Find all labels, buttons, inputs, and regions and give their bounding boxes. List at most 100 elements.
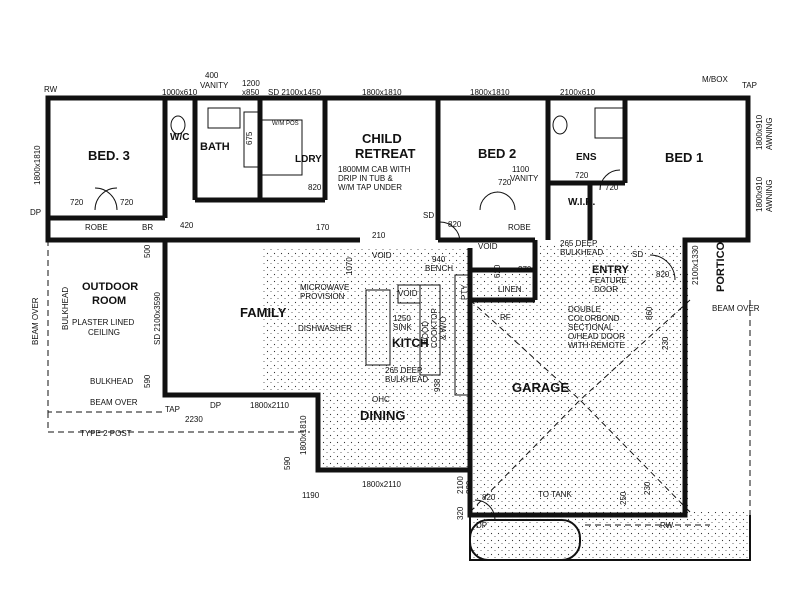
dim-720-e: 720 (575, 171, 589, 180)
dim-590-a: 590 (143, 374, 152, 388)
note-garage-door-4: O/HEAD DOOR (568, 332, 625, 341)
note-retreat-1: 1800MM CAB WITH (338, 165, 411, 174)
note-awning-1: 1800x910 (755, 114, 764, 150)
note-pos: W/M POS (272, 121, 299, 127)
note-void-1: VOID (372, 251, 392, 260)
dim-940: 940 (432, 255, 446, 264)
note-bulkhead-dining-2: BULKHEAD (385, 375, 428, 384)
dim-210: 210 (372, 231, 386, 240)
note-bulkhead265-1: 265 DEEP (560, 239, 597, 248)
note-vanity-left-1: 400 (205, 71, 219, 80)
dim-250: 250 (619, 491, 628, 505)
beam-line (47, 412, 310, 433)
dim-230-b: 230 (661, 336, 670, 350)
label-br: BR (142, 223, 153, 232)
dim-500: 500 (143, 244, 152, 258)
note-garage-door-2: COLORBOND (568, 314, 620, 323)
dim-590-b: 590 (283, 456, 292, 470)
dim-820-a: 820 (448, 220, 462, 229)
room-entry: ENTRY (592, 264, 630, 276)
stipple-driveway (470, 512, 750, 560)
room-garage: GARAGE (512, 380, 569, 395)
note-hood-3: & W/O (439, 316, 448, 340)
note-sd-1: SD (423, 211, 434, 220)
note-vanity1100-1: 1100 (512, 165, 530, 174)
dim-1800x2110-dining: 1800x2110 (250, 401, 290, 410)
note-entry-feature-2: DOOR (594, 285, 618, 294)
room-bed2: BED 2 (478, 146, 516, 161)
dim-2100x610: 2100x610 (560, 88, 596, 97)
note-hood-1: HOOD (421, 321, 430, 345)
note-dp-1: DP (30, 208, 41, 217)
note-beam-over-1: BEAM OVER (31, 297, 40, 345)
stipple-entry (535, 245, 685, 295)
door-swings (94, 169, 676, 521)
note-awning-2: 1800x910 (755, 176, 764, 212)
kitchen-benches (365, 274, 470, 396)
note-awning-1b: AWNING (765, 117, 774, 150)
note-vanity1100-2: VANITY (510, 174, 539, 183)
stipple-garage (470, 270, 690, 512)
note-to-tank: TO TANK (538, 490, 572, 499)
note-garage-door-1: DOUBLE (568, 305, 601, 314)
dim-675: 675 (245, 131, 254, 145)
dim-2100: 2100 (456, 476, 465, 494)
dim-860: 860 (645, 306, 654, 320)
dim-1800x1810-b2: 1800x1810 (470, 88, 510, 97)
note-mbox: M/BOX (702, 75, 728, 84)
garage-roof-lines (469, 299, 691, 513)
note-retreat-3: W/M TAP UNDER (338, 183, 402, 192)
room-ens: ENS (576, 152, 597, 163)
note-beam-over-3: BEAM OVER (712, 304, 760, 313)
note-sd-2: SD (632, 250, 643, 259)
dim-1070: 1070 (345, 257, 354, 275)
note-plaster-1: PLASTER LINED (72, 318, 134, 327)
note-dp-2: DP (210, 401, 221, 410)
note-void-3: VOID (398, 289, 418, 298)
note-garage-door-5: WITH REMOTE (568, 341, 625, 350)
dim-620: 620 (493, 264, 502, 278)
note-type2-post: TYPE 2 POST (80, 429, 132, 438)
room-outdoor-1: OUTDOOR (82, 281, 138, 293)
dim-170: 170 (316, 223, 330, 232)
dim-720-c: 720 (498, 178, 512, 187)
note-sink-2: SINK (393, 323, 412, 332)
note-awning-2b: AWNING (765, 179, 774, 212)
note-dp-3: DP (476, 521, 487, 530)
room-portico: PORTICO (715, 241, 727, 292)
dim-720-b: 720 (120, 198, 134, 207)
note-tap-1: TAP (165, 405, 180, 414)
room-bath: BATH (200, 141, 230, 153)
room-wir: W.I.R. (568, 197, 595, 208)
note-vanity-left-2: VANITY (200, 81, 229, 90)
note-beam-over-2: BEAM OVER (90, 398, 138, 407)
note-bulkhead-out: BULKHEAD (90, 377, 133, 386)
note-dishwasher: DISHWASHER (298, 324, 352, 333)
room-bed3: BED. 3 (88, 148, 130, 163)
note-bulkhead-dining-1: 265 DEEP (385, 366, 422, 375)
dim-1190: 1190 (302, 491, 320, 500)
note-bench: BENCH (425, 264, 453, 273)
dim-420: 420 (180, 221, 194, 230)
room-outdoor-2: ROOM (92, 295, 126, 307)
room-dining: DINING (360, 408, 406, 423)
bathroom-fixtures (170, 107, 624, 176)
dim-230-a: 230 (643, 481, 652, 495)
note-rw-1: RW (44, 85, 58, 94)
dim-820-c: 820 (482, 493, 496, 502)
dim-1800x1810-top: 1800x1810 (362, 88, 402, 97)
note-garage-door-3: SECTIONAL (568, 323, 614, 332)
room-family: FAMILY (240, 305, 287, 320)
note-plaster-2: CEILING (88, 328, 120, 337)
note-sink-1: 1250 (393, 314, 411, 323)
note-microwave-2: PROVISION (300, 292, 345, 301)
label-pty: PTY (460, 284, 469, 300)
room-kitch: KITCH (392, 336, 429, 350)
label-rf: RF (500, 313, 511, 322)
dim-270: 270 (518, 265, 532, 274)
dim-820-b: 820 (656, 270, 670, 279)
dim-938: 938 (433, 378, 442, 392)
note-void-2: VOID (478, 242, 498, 251)
dim-320: 320 (456, 506, 465, 520)
